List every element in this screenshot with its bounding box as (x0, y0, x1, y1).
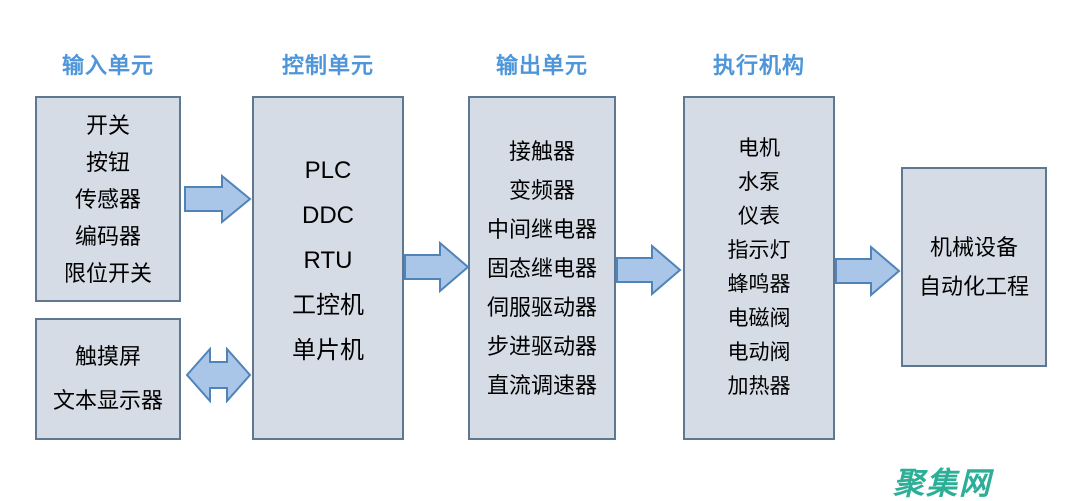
box-item: 单片机 (292, 336, 364, 364)
box-item: 指示灯 (727, 239, 791, 262)
box-item: 电磁阀 (727, 307, 791, 330)
box-item: 编码器 (74, 223, 141, 249)
box-item: 限位开关 (63, 260, 152, 286)
output-unit-box: 接触器 变频器 中间继电器 固态继电器 伺服驱动器 步进驱动器 直流调速器 (468, 96, 616, 440)
watermark-logo: 聚集网 (893, 466, 992, 501)
box-item: 步进驱动器 (486, 333, 597, 359)
input-unit-box: 开关 按钮 传感器 编码器 限位开关 (35, 96, 181, 302)
flow-arrow-actuator-to-result-icon (835, 245, 901, 297)
column-header-control: 控制单元 (281, 53, 374, 78)
box-item: 接触器 (508, 138, 575, 164)
control-unit-box: PLC DDC RTU 工控机 单片机 (252, 96, 404, 440)
hmi-box: 触摸屏 文本显示器 (35, 318, 181, 440)
box-item: PLC (304, 156, 352, 184)
box-item: 机械设备 (929, 235, 1018, 260)
box-item: 变频器 (508, 177, 575, 203)
box-item: 工控机 (292, 291, 364, 319)
column-header-actuator: 执行机构 (712, 53, 805, 78)
box-item: 电机 (738, 137, 780, 160)
box-item: 电动阀 (727, 341, 791, 364)
column-header-input: 输入单元 (61, 53, 154, 78)
box-item: 开关 (85, 112, 130, 138)
flow-arrow-control-to-output-icon (404, 241, 470, 293)
box-item: 加热器 (727, 375, 791, 398)
box-item: 伺服驱动器 (486, 294, 597, 320)
box-item: 水泵 (738, 171, 780, 194)
box-item: 中间继电器 (486, 216, 597, 242)
box-item: 固态继电器 (486, 255, 597, 281)
box-item: 传感器 (74, 186, 141, 212)
column-header-output: 输出单元 (495, 53, 588, 78)
flow-arrow-bidirectional-hmi-control-icon (185, 347, 252, 403)
box-item: 仪表 (738, 205, 780, 228)
result-box: 机械设备 自动化工程 (901, 167, 1047, 367)
box-item: 蜂鸣器 (727, 273, 791, 296)
box-item: 文本显示器 (52, 388, 163, 413)
box-item: RTU (303, 246, 353, 274)
box-item: 按钮 (85, 149, 130, 175)
box-item: 触摸屏 (74, 344, 141, 369)
flow-arrow-input-to-control-icon (184, 174, 252, 224)
actuator-box: 电机 水泵 仪表 指示灯 蜂鸣器 电磁阀 电动阀 加热器 (683, 96, 835, 440)
flow-arrow-output-to-actuator-icon (616, 244, 682, 296)
box-item: 直流调速器 (486, 372, 597, 398)
box-item: 自动化工程 (918, 274, 1029, 299)
box-item: DDC (302, 201, 354, 229)
